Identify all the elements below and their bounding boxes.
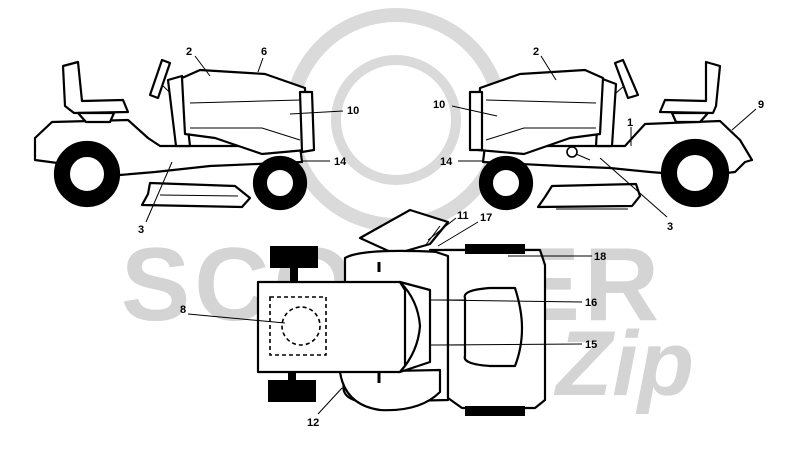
tractor-left-view: 2 6 10 14 3 <box>33 46 359 236</box>
callout-left-bottom: 3 <box>138 224 144 236</box>
callout-left-top: 6 <box>261 46 267 58</box>
tractor-top-view: 8 11 17 18 16 15 12 <box>180 208 606 429</box>
callout-top-rear-cover: 18 <box>594 251 606 263</box>
tractor-right-view: 2 10 14 1 9 3 <box>433 46 764 233</box>
callout-top-chute: 11 <box>457 210 469 222</box>
callout-right-front: 14 <box>440 156 453 168</box>
callout-right-seat-panel: 2 <box>533 46 539 58</box>
callout-top-deck: 12 <box>307 417 319 429</box>
callout-top-chute-top: 17 <box>480 212 492 224</box>
callout-left-seat-panel: 2 <box>186 46 192 58</box>
callout-right-side: 10 <box>433 99 445 111</box>
callout-left-front: 14 <box>334 156 347 168</box>
callout-top-engine: 8 <box>180 304 186 316</box>
callout-top-hood-upper: 16 <box>585 297 597 309</box>
callout-right-rear: 9 <box>758 99 764 111</box>
callout-right-bottom: 3 <box>667 221 673 233</box>
callout-right-body: 1 <box>627 117 633 129</box>
callout-top-hood-lower: 15 <box>585 339 597 351</box>
callout-left-side: 10 <box>347 105 359 117</box>
watermark-brand-sub: Zip <box>553 313 694 415</box>
